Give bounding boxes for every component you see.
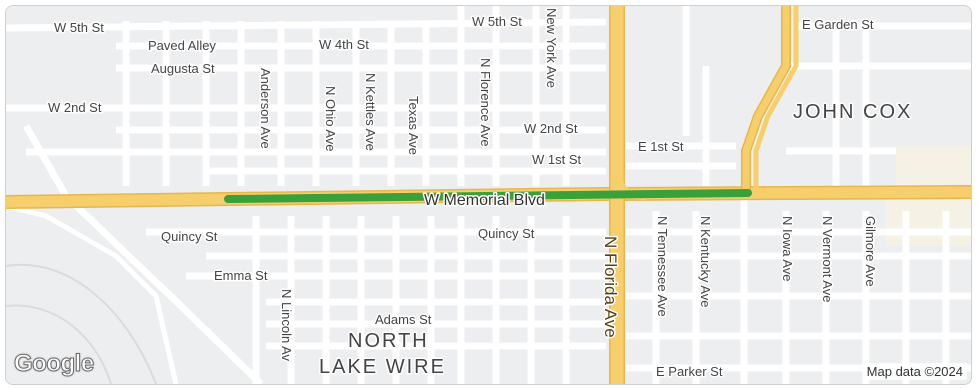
street-label-w-4th-st: W 4th St: [319, 37, 369, 52]
street-label-n-kettles-ave: N Kettles Ave: [363, 73, 378, 151]
street-label-anderson-ave: Anderson Ave: [258, 68, 273, 149]
google-logo[interactable]: Google: [14, 350, 95, 378]
street-label-gilmore-ave: Gilmore Ave: [863, 216, 878, 287]
street-label-e-parker-st: E Parker St: [656, 364, 723, 379]
street-label-n-florence-ave: N Florence Ave: [478, 58, 493, 147]
road-label-w-memorial-blvd: W Memorial Blvd: [424, 192, 545, 209]
street-label-new-york-ave: New York Ave: [544, 8, 559, 88]
block-area: [896, 146, 971, 186]
street-label-n-kentucky-ave: N Kentucky Ave: [698, 216, 713, 308]
map-attribution[interactable]: Map data ©2024: [862, 363, 967, 380]
street-label-quincy-st-east: Quincy St: [478, 226, 535, 241]
street-label-texas-ave: Texas Ave: [406, 96, 421, 155]
minor-roads: [6, 6, 971, 384]
route-highlight[interactable]: [224, 189, 752, 203]
area-label-north-lake-wire-line1: NORTH: [348, 330, 429, 352]
street-label-n-vermont-ave: N Vermont Ave: [820, 216, 835, 302]
street-label-paved-alley: Paved Alley: [148, 38, 216, 53]
road-label-n-florida-ave: N Florida Ave: [601, 236, 620, 338]
street-label-quincy-st-west: Quincy St: [161, 229, 218, 244]
street-label-n-lincoln-ave: N Lincoln Av: [279, 289, 294, 362]
street-label-e-garden-st: E Garden St: [802, 17, 874, 32]
map-frame[interactable]: W 5th St W 5th St E Garden St Paved Alle…: [5, 5, 972, 385]
terrain-lines: [6, 263, 157, 384]
street-label-w-2nd-st-east: W 2nd St: [524, 121, 578, 136]
street-label-w-2nd-st-west: W 2nd St: [48, 100, 102, 115]
street-label-n-tennessee-ave: N Tennessee Ave: [655, 216, 670, 317]
area-label-north-lake-wire-line2: LAKE WIRE: [319, 356, 446, 378]
block-area: [886, 196, 971, 246]
street-label-w-5th-st-west: W 5th St: [54, 20, 104, 35]
street-label-adams-st: Adams St: [375, 312, 432, 327]
area-label-john-cox: JOHN COX: [793, 101, 912, 123]
street-label-augusta-st: Augusta St: [151, 61, 215, 76]
street-label-n-ohio-ave: N Ohio Ave: [323, 86, 338, 152]
street-label-n-iowa-ave: N Iowa Ave: [780, 216, 795, 282]
street-label-w-1st-st: W 1st St: [532, 152, 582, 167]
map-canvas[interactable]: W 5th St W 5th St E Garden St Paved Alle…: [6, 6, 971, 384]
street-label-e-1st-st: E 1st St: [638, 139, 684, 154]
street-label-w-5th-st-east: W 5th St: [472, 14, 522, 29]
street-label-emma-st: Emma St: [214, 268, 268, 283]
